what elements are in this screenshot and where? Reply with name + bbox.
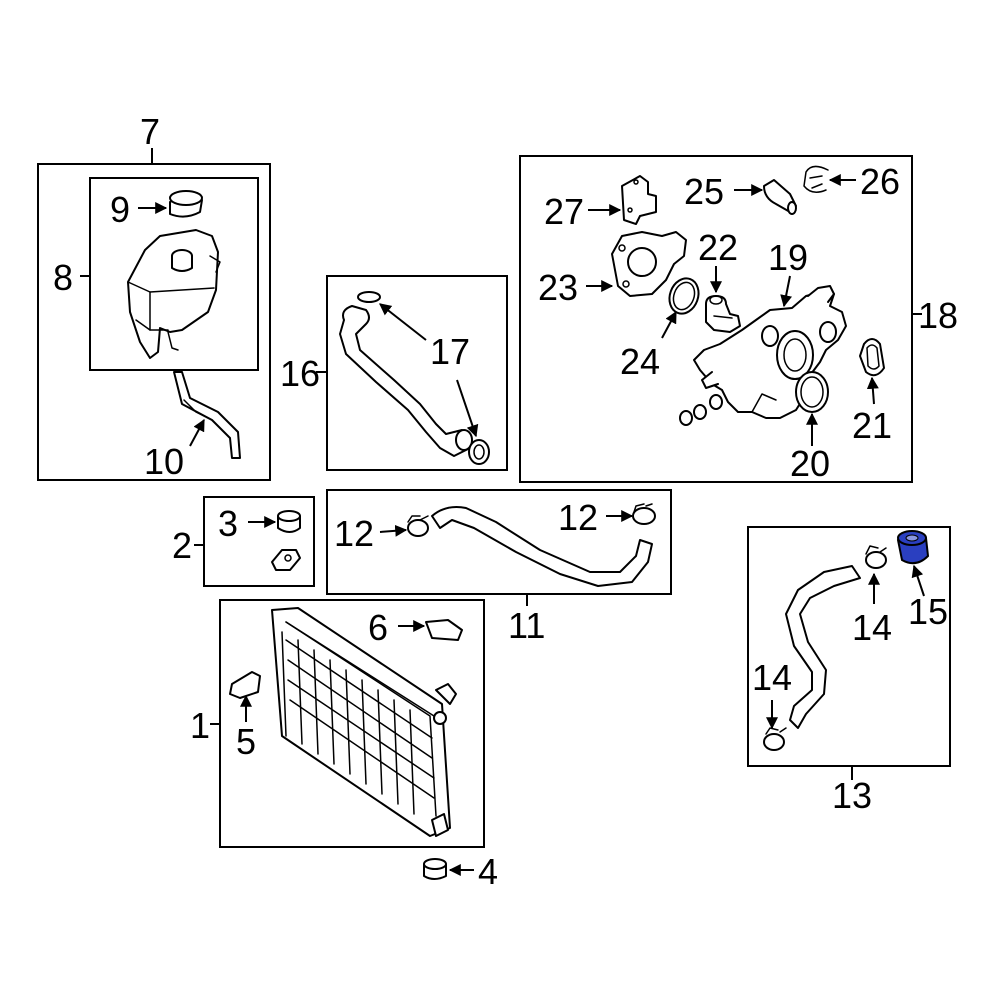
group-11-box: [326, 489, 672, 595]
radiator-mount-bracket[interactable]: [271, 549, 301, 571]
callout-8[interactable]: 8: [53, 257, 73, 298]
upper-radiator-hose[interactable]: [339, 305, 473, 457]
outlet-gasket[interactable]: [859, 338, 885, 377]
reservoir-hose[interactable]: [173, 371, 241, 459]
coolant-hose[interactable]: [431, 506, 653, 587]
group-13-box: [747, 526, 951, 767]
callout-12-left[interactable]: 12: [334, 513, 374, 554]
lower-radiator-hose[interactable]: [785, 565, 861, 729]
housing-gasket[interactable]: [795, 371, 829, 413]
callout-25[interactable]: 25: [684, 171, 724, 212]
callout-26[interactable]: 26: [860, 161, 900, 202]
callout-20[interactable]: 20: [790, 443, 830, 484]
hose-clamp-left[interactable]: [407, 515, 429, 537]
callout-14-lower[interactable]: 14: [752, 657, 792, 698]
thermostat-cover[interactable]: [611, 231, 687, 297]
reservoir-cap[interactable]: [169, 190, 203, 218]
group-8-box: [89, 177, 259, 371]
callout-17[interactable]: 17: [430, 331, 470, 372]
callout-18[interactable]: 18: [918, 295, 958, 336]
callout-11[interactable]: 11: [508, 605, 545, 646]
callout-3[interactable]: 3: [218, 503, 238, 544]
callout-6[interactable]: 6: [368, 607, 388, 648]
highlighted-part-15[interactable]: [896, 530, 930, 565]
group-7-box: [37, 163, 271, 481]
hose-clamp-right[interactable]: [632, 503, 656, 525]
callout-24[interactable]: 24: [620, 341, 660, 382]
coolant-reservoir[interactable]: [127, 229, 221, 359]
callout-13[interactable]: 13: [832, 775, 872, 816]
hose-o-ring-lower[interactable]: [468, 439, 490, 465]
callout-1[interactable]: 1: [190, 705, 210, 746]
callout-4[interactable]: 4: [478, 851, 498, 892]
callout-22[interactable]: 22: [698, 227, 738, 268]
callout-19[interactable]: 19: [768, 237, 808, 278]
group-18-box: [519, 155, 913, 483]
hose-clamp-lower[interactable]: [763, 727, 787, 751]
cover-gasket[interactable]: [665, 274, 704, 317]
callout-23[interactable]: 23: [538, 267, 578, 308]
radiator-seal[interactable]: [425, 619, 463, 641]
temperature-sensor[interactable]: [763, 179, 797, 215]
callout-10[interactable]: 10: [144, 441, 184, 482]
callout-21[interactable]: 21: [852, 405, 892, 446]
thermostat[interactable]: [705, 295, 741, 333]
mounting-bracket[interactable]: [621, 175, 657, 225]
lower-mount-bushing[interactable]: [423, 858, 447, 880]
callout-14-upper[interactable]: 14: [852, 607, 892, 648]
callout-7[interactable]: 7: [140, 111, 160, 152]
sensor-clip[interactable]: [803, 165, 829, 193]
callout-16[interactable]: 16: [280, 353, 320, 394]
callout-9[interactable]: 9: [110, 189, 130, 230]
hose-o-ring-upper[interactable]: [357, 291, 381, 303]
group-2-box: [203, 496, 315, 587]
housing-o-rings[interactable]: [679, 394, 723, 426]
callout-5[interactable]: 5: [236, 721, 256, 762]
callout-15[interactable]: 15: [908, 591, 948, 632]
radiator-mount-bushing[interactable]: [277, 510, 301, 533]
callout-2[interactable]: 2: [172, 525, 192, 566]
callout-27[interactable]: 27: [544, 191, 584, 232]
radiator-drain-plug[interactable]: [229, 671, 261, 699]
callout-12-right[interactable]: 12: [558, 497, 598, 538]
hose-clamp-upper[interactable]: [865, 545, 887, 569]
radiator[interactable]: [271, 607, 457, 837]
